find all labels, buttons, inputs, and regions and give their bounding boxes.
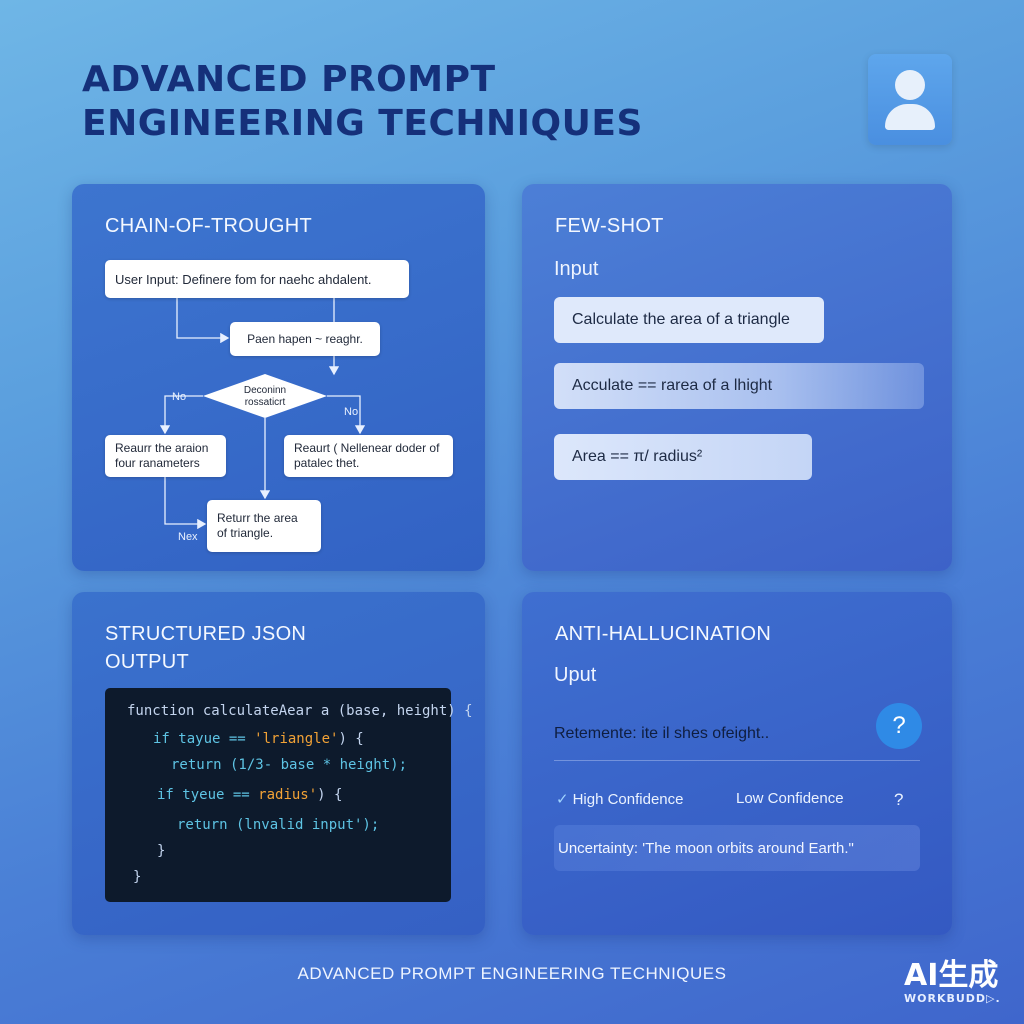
code-line-5: return (lnvalid input'); <box>177 817 380 833</box>
code-line-1-text: function calculateAear a (base, height) … <box>127 703 473 719</box>
watermark-small-text: WORKBUDD▷. <box>904 992 1001 1005</box>
chain-of-thought-panel: CHAIN-OF-TROUGHT User Input: Definere fo… <box>72 184 485 571</box>
high-confidence-option[interactable]: ✓High Confidence <box>556 790 683 808</box>
code-line-1: function calculateAear a (base, height) … <box>127 698 473 724</box>
structured-json-panel: STRUCTURED JSON OUTPUT function calculat… <box>72 592 485 935</box>
unknown-confidence-option[interactable]: ? <box>894 790 904 809</box>
avatar-head-shape <box>895 70 925 100</box>
flow-node-input: User Input: Definere fom for naehc ahdal… <box>105 260 409 298</box>
flow-node-step: Paen hapen ~ reaghr. <box>230 322 380 356</box>
few-shot-title: FEW-SHOT <box>555 215 664 237</box>
flow-node-right: Reaurt ( Nellenear doder of patalec thet… <box>284 435 453 477</box>
few-shot-example-3[interactable]: Area == π/ radius² <box>554 434 812 480</box>
few-shot-panel: FEW-SHOT Input Calculate the area of a t… <box>522 184 952 571</box>
code-block: function calculateAear a (base, height) … <box>105 688 473 902</box>
flow-label-next: Nex <box>178 531 198 543</box>
code-line-4-string: radius' <box>258 787 318 803</box>
code-line-2-end: ) { <box>338 731 364 747</box>
uncertainty-box: Uncertainty: 'The moon orbits around Ear… <box>554 825 920 871</box>
flow-label-right-no: No <box>344 406 359 418</box>
structured-json-title: STRUCTURED JSON OUTPUT <box>105 623 307 673</box>
code-line-2-string: 'lriangle' <box>254 731 339 747</box>
page-title-line-2: ENGINEERING TECHNIQUES <box>82 103 643 144</box>
connector-left-to-return <box>164 477 207 530</box>
code-line-2: if tayue == 'lriangle') { <box>153 726 364 752</box>
page-title: ADVANCED PROMPT ENGINEERING TECHNIQUES <box>82 58 782 146</box>
check-icon: ✓ <box>556 791 569 808</box>
code-line-6: } <box>157 843 166 859</box>
flow-node-decision-label: Deconinn rossaticrt <box>243 385 287 408</box>
chain-of-thought-title: CHAIN-OF-TROUGHT <box>105 215 312 237</box>
code-line-3: return (1/3- base * height); <box>171 757 408 773</box>
anti-hallucination-input-label: Uput <box>554 664 597 686</box>
help-button[interactable]: ? <box>876 703 922 749</box>
flow-label-left-no: No <box>172 391 187 403</box>
few-shot-input-label: Input <box>554 258 599 280</box>
flow-node-return: Returr the area of triangle. <box>207 500 321 552</box>
code-line-4-end: ) { <box>317 787 343 803</box>
code-line-7: } <box>133 869 142 885</box>
anti-hallucination-input[interactable]: Retemente: ite il shes ofeight.. <box>554 707 920 761</box>
watermark-big-text: AI生成 <box>904 958 999 993</box>
few-shot-example-2[interactable]: Acculate == rarea of a lhight <box>554 363 924 409</box>
code-line-4-keyword: if tyeue == <box>157 787 259 803</box>
user-avatar-icon[interactable] <box>868 54 952 145</box>
decision-diamond <box>203 374 327 418</box>
code-line-2-keyword: if tayue == <box>153 731 255 747</box>
connector-decision-right <box>327 395 366 435</box>
page-title-line-1: ADVANCED PROMPT <box>82 59 496 100</box>
flowchart-connectors <box>159 298 366 530</box>
connector-decision-left <box>159 395 203 435</box>
flow-node-left: Reaurr the araion four ranameters <box>105 435 226 477</box>
low-confidence-option[interactable]: Low Confidence <box>736 790 844 807</box>
anti-hallucination-title: ANTI-HALLUCINATION <box>555 623 772 645</box>
avatar-body-shape <box>885 104 935 130</box>
few-shot-example-1[interactable]: Calculate the area of a triangle <box>554 297 824 343</box>
connector-input-to-step <box>176 298 230 344</box>
code-line-4: if tyeue == radius') { <box>157 782 342 808</box>
watermark-logo: AI生成 WORKBUDD▷. <box>904 958 1001 1006</box>
anti-hallucination-panel: ANTI-HALLUCINATION Uput Retemente: ite i… <box>522 592 952 935</box>
high-confidence-label: High Confidence <box>572 791 684 808</box>
footer-caption: ADVANCED PROMPT ENGINEERING TECHNIQUES <box>297 964 727 983</box>
